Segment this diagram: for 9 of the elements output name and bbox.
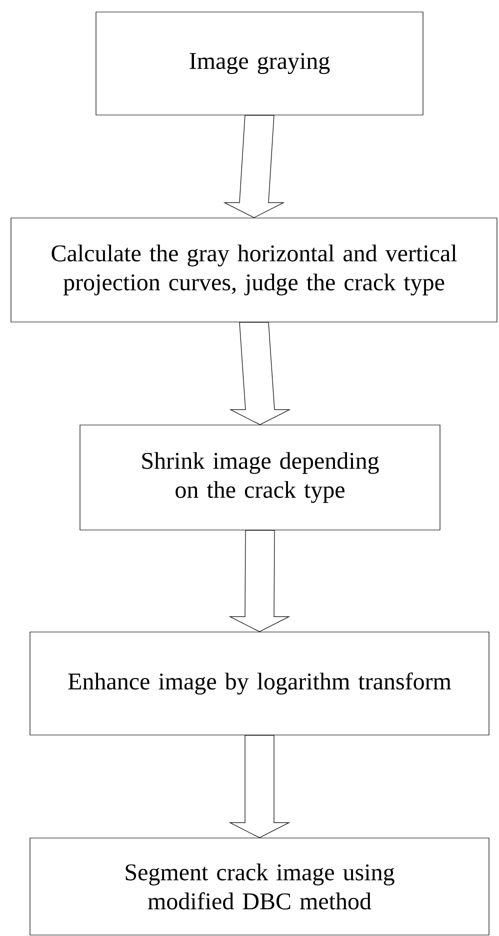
process-box: Shrink image depending on the crack type [80, 424, 440, 530]
block-arrow [228, 530, 290, 632]
block-arrow [228, 735, 290, 838]
process-box: Enhance image by logarithm transform [30, 632, 490, 736]
process-box: Calculate the gray horizontal and vertical projection curves, judge the crack type [10, 218, 498, 322]
block-arrow [229, 322, 291, 426]
process-box: Image graying [96, 12, 424, 116]
process-box: Segment crack image using modified DBC method [30, 838, 490, 936]
block-arrow [223, 115, 285, 218]
